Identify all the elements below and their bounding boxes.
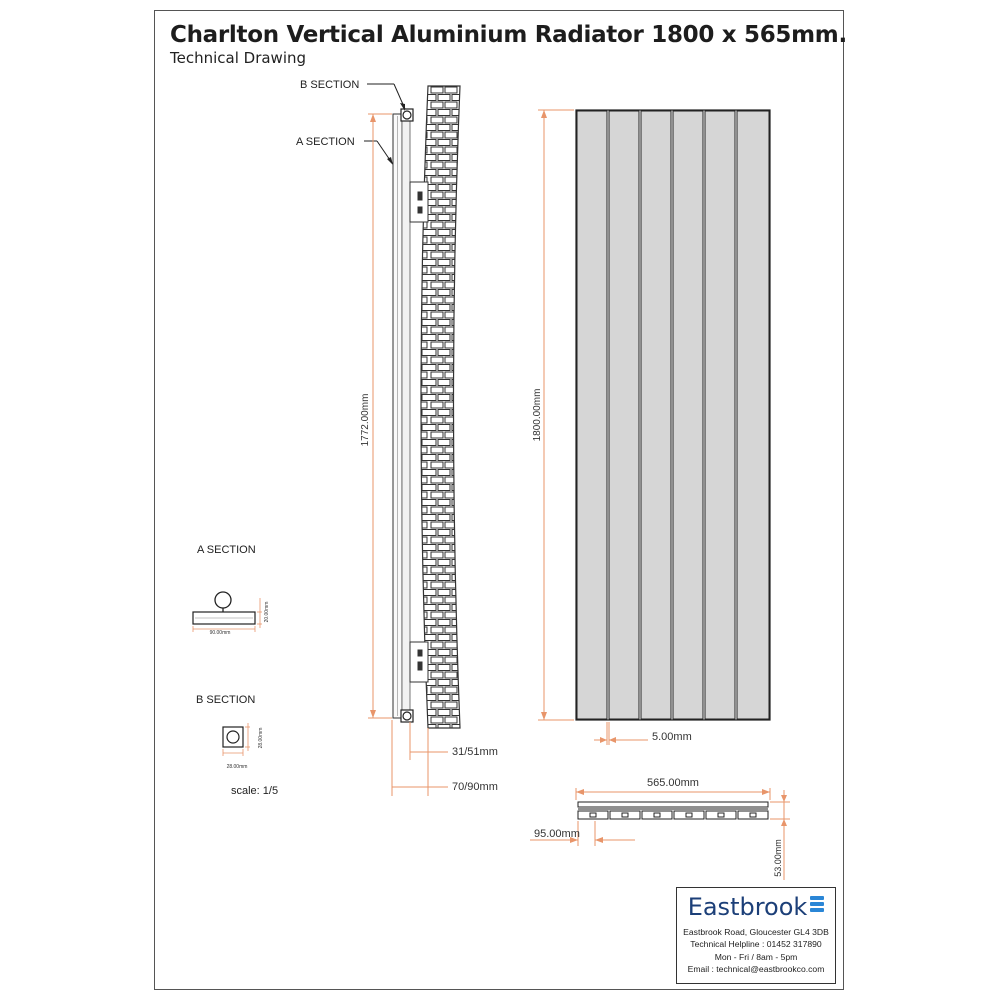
company-helpline: Technical Helpline : 01452 317890 bbox=[690, 939, 822, 950]
plan-depth-value: 53.00mm bbox=[773, 839, 783, 877]
company-contact: Eastbrook Road, Gloucester GL4 3DB Techn… bbox=[677, 926, 835, 976]
width-dimension bbox=[575, 788, 771, 800]
bar-width-dimension bbox=[530, 821, 635, 846]
plan-depth-dimension bbox=[770, 790, 790, 880]
wall-gap-value: 31/51mm bbox=[452, 746, 498, 758]
a-section-title: A SECTION bbox=[197, 544, 256, 556]
scale-label: scale: 1/5 bbox=[231, 785, 278, 797]
water-wave-icon bbox=[810, 896, 825, 918]
brick-wall bbox=[420, 85, 461, 729]
bar-4 bbox=[672, 110, 704, 720]
drawing-sheet-border bbox=[154, 10, 844, 990]
a-section-callout: A SECTION bbox=[296, 136, 355, 148]
side-height-dimension bbox=[368, 113, 392, 719]
bar-2 bbox=[608, 110, 640, 720]
b-section-width-value: 28.00mm bbox=[227, 764, 248, 770]
bottom-wall-bracket bbox=[409, 641, 429, 683]
bar-width-value: 95.00mm bbox=[534, 828, 580, 840]
bar-gap-dimension bbox=[594, 722, 648, 745]
a-section-detail: A SECTION 90.00mm 20.00mm bbox=[192, 544, 270, 636]
bar-gap-value: 5.00mm bbox=[652, 731, 692, 743]
b-section-height-value: 28.00mm bbox=[258, 728, 264, 749]
company-info-box: Eastbrook Eastbrook Road, Gloucester GL4… bbox=[676, 887, 836, 984]
b-section-callout: B SECTION bbox=[300, 79, 359, 91]
bar-1 bbox=[576, 110, 608, 720]
company-logo: Eastbrook bbox=[677, 892, 835, 921]
a-section-height-value: 20.00mm bbox=[264, 602, 270, 623]
company-name: Eastbrook bbox=[687, 893, 808, 921]
a-section-width-value: 90.00mm bbox=[210, 630, 231, 636]
width-value: 565.00mm bbox=[647, 777, 699, 789]
front-height-value: 1800.00mm bbox=[532, 389, 543, 442]
page-title: Charlton Vertical Aluminium Radiator 180… bbox=[170, 22, 847, 48]
bar-5 bbox=[704, 110, 736, 720]
depth-value: 70/90mm bbox=[452, 781, 498, 793]
bar-3 bbox=[640, 110, 672, 720]
b-section-title: B SECTION bbox=[196, 694, 255, 706]
front-elevation: 1800.00mm 5.00mm bbox=[532, 109, 771, 745]
page-subtitle: Technical Drawing bbox=[170, 49, 307, 67]
company-hours: Mon - Fri / 8am - 5pm bbox=[714, 951, 798, 962]
b-section-detail: B SECTION 28.00mm 28.00mm bbox=[196, 694, 264, 770]
plan-bars bbox=[577, 810, 769, 820]
plan-view: 565.00mm bbox=[530, 777, 790, 880]
company-email: Email : technical@eastbrookco.com bbox=[687, 964, 825, 975]
front-height-dimension bbox=[538, 109, 574, 721]
radiator-manifold bbox=[401, 119, 411, 713]
depth-dimension bbox=[391, 720, 448, 796]
radiator-bars bbox=[576, 110, 770, 720]
side-elevation: B SECTION A SECTION 1772.00mm 31/51mm bbox=[296, 79, 498, 796]
company-address: Eastbrook Road, Gloucester GL4 3DB bbox=[683, 927, 829, 937]
side-height-value: 1772.00mm bbox=[360, 394, 371, 447]
top-wall-bracket bbox=[409, 181, 429, 223]
bar-6 bbox=[736, 110, 770, 720]
